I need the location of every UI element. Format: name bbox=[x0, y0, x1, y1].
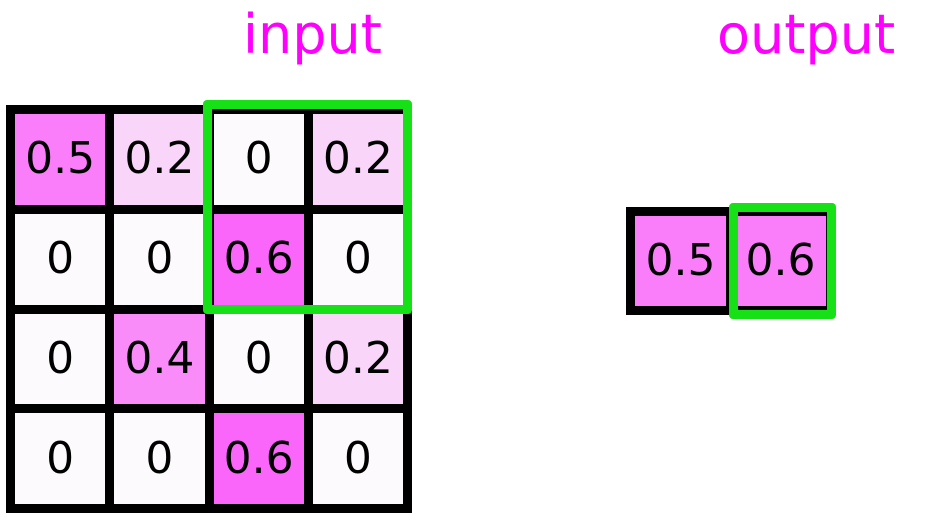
matrix-cell: 0.2 bbox=[114, 114, 205, 205]
matrix-cell: 0 bbox=[15, 413, 106, 504]
matrix-cell: 0 bbox=[15, 313, 106, 405]
matrix-cell: 0 bbox=[15, 213, 106, 305]
matrix-cell: 0.2 bbox=[312, 114, 403, 205]
matrix-cell: 0 bbox=[114, 413, 205, 504]
matrix-cell: 0.6 bbox=[735, 216, 826, 306]
matrix-cell: 0.5 bbox=[15, 114, 106, 205]
matrix-cell: 0 bbox=[312, 413, 403, 504]
matrix-cell: 0.6 bbox=[213, 413, 304, 504]
matrix-cell: 0.5 bbox=[635, 216, 726, 306]
matrix-cell: 0.6 bbox=[213, 213, 304, 305]
matrix-cell: 0.4 bbox=[114, 313, 205, 405]
matrix-cell: 0 bbox=[213, 313, 304, 405]
input-title: input bbox=[243, 3, 382, 66]
matrix-cell: 0 bbox=[213, 114, 304, 205]
matrix-cell: 0 bbox=[312, 213, 403, 305]
matrix-cell: 0 bbox=[114, 213, 205, 305]
matrix-cell: 0.2 bbox=[312, 313, 403, 405]
output-title: output bbox=[717, 3, 896, 66]
